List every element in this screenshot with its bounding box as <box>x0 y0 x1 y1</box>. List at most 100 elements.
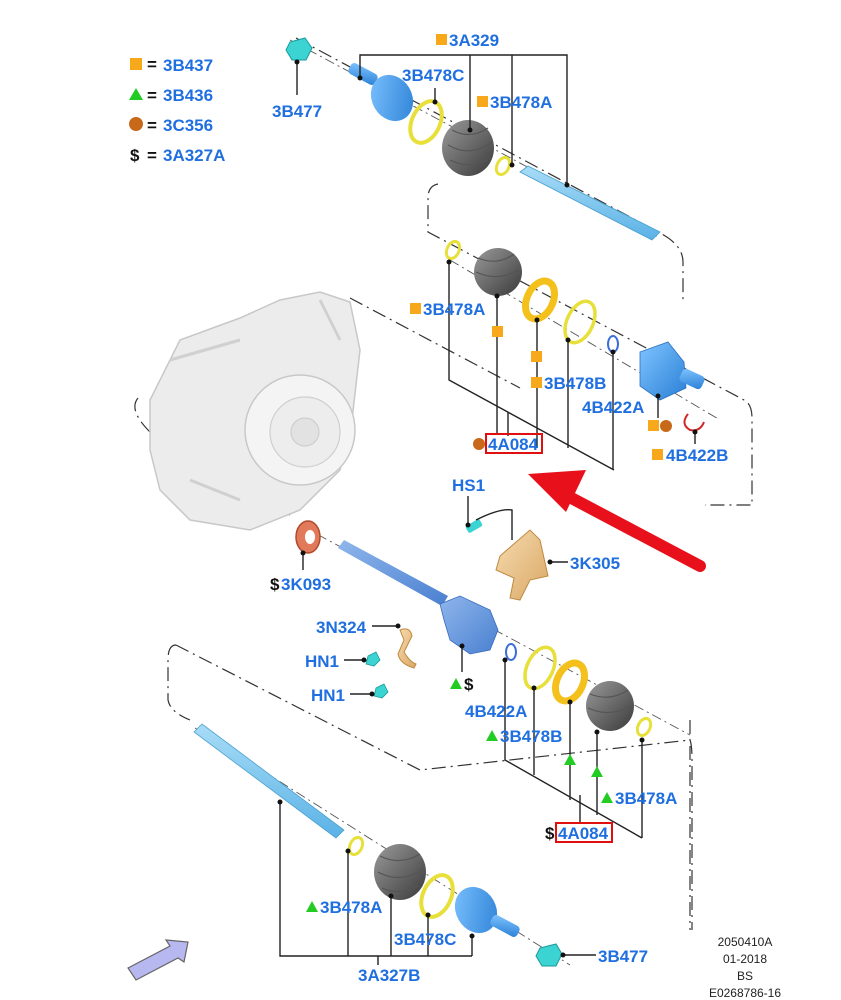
part-hs1-bolt[interactable] <box>465 519 483 534</box>
lower-assembly-outline <box>167 644 693 930</box>
part-3b478a-clamp-top[interactable] <box>494 155 512 177</box>
dollar-icon: $ <box>545 824 555 843</box>
upper-shaft-assembly <box>285 37 661 241</box>
part-inner-cv-joint-mid[interactable] <box>639 341 706 401</box>
square-icon <box>410 303 421 314</box>
label-hn1-a: HN1 <box>305 652 339 671</box>
label-4b422a-mid: 4B422A <box>582 398 644 417</box>
lower-joint-assembly <box>502 643 653 839</box>
square-icon <box>436 34 447 45</box>
label-3a327b: 3A327B <box>358 966 420 985</box>
part-3b478a-clamp-mid[interactable] <box>444 239 462 261</box>
label-3b478a-top: 3B478A <box>490 93 552 112</box>
highlight-box-4a084-mid <box>485 433 543 454</box>
middle-joint-assembly <box>444 239 706 471</box>
part-halfshaft-bottom[interactable] <box>193 723 345 839</box>
footer-code: BS <box>737 969 753 983</box>
triangle-icon <box>129 88 143 100</box>
highlight-box-4a084-low <box>555 822 613 843</box>
triangle-icon <box>306 901 318 912</box>
part-intermediate-shaft[interactable] <box>338 540 499 655</box>
legend-item-square: = 3B437 <box>130 55 213 75</box>
front-direction-arrow-icon <box>127 939 189 981</box>
legend-equals: = <box>147 55 157 74</box>
diagram-footer: 2050410A 01-2018 BS E0268786-16 <box>709 935 781 1000</box>
legend-equals: = <box>147 146 157 165</box>
part-clamp-ring-mid[interactable] <box>559 297 601 348</box>
label-3a329: 3A329 <box>449 31 499 50</box>
dollar-icon: $ <box>130 146 140 165</box>
square-icon <box>652 449 663 460</box>
square-icon <box>477 96 488 107</box>
part-boot-mid[interactable] <box>474 248 522 296</box>
square-icon <box>531 351 542 362</box>
label-hs1: HS1 <box>452 476 485 495</box>
square-icon <box>531 377 542 388</box>
part-4b422b-snap-ring[interactable] <box>683 413 705 432</box>
upper-assembly-outline <box>295 37 753 506</box>
label-4b422b: 4B422B <box>666 446 728 465</box>
circle-icon <box>129 117 143 131</box>
label-4a084-low[interactable]: 4A084 <box>558 824 609 843</box>
label-3k093: 3K093 <box>281 575 331 594</box>
label-3b478a-mid: 3B478A <box>423 300 485 319</box>
triangle-icon <box>591 766 603 777</box>
label-3n324: 3N324 <box>316 618 367 637</box>
legend-code: 3A327A <box>163 146 225 165</box>
label-3b477-top: 3B477 <box>272 102 322 121</box>
part-3b477-nut-bottom[interactable] <box>535 943 563 967</box>
label-3k305: 3K305 <box>570 554 620 573</box>
legend-equals: = <box>147 116 157 135</box>
label-4a084-mid[interactable]: 4A084 <box>488 435 539 454</box>
label-dollar-inner-joint: $ <box>464 675 474 694</box>
footer-illustration-id: 2050410A <box>718 935 773 949</box>
part-outer-cv-joint-bottom[interactable] <box>447 879 521 941</box>
square-icon <box>130 58 142 70</box>
legend-item-circle: = 3C356 <box>129 116 213 135</box>
part-3b478a-clamp-bottom[interactable] <box>347 835 365 857</box>
label-3b478c-top: 3B478C <box>402 66 464 85</box>
bottom-shaft-assembly <box>193 723 596 967</box>
part-3b478a-clamp-low[interactable] <box>635 716 653 738</box>
part-3k305-bearing-bracket[interactable] <box>495 529 549 601</box>
part-3a329-boot-top[interactable] <box>442 120 494 176</box>
transaxle-housing <box>149 291 361 531</box>
label-3b478a-bottom: 3B478A <box>320 898 382 917</box>
legend: = 3B437 = 3B436 = 3C356 $ = 3A327A <box>129 55 225 165</box>
part-hn1-nut-b[interactable] <box>373 683 389 699</box>
part-boot-bottom[interactable] <box>374 844 426 900</box>
legend-equals: = <box>147 86 157 105</box>
part-3b477-nut-top[interactable] <box>285 37 313 61</box>
red-pointer-arrow <box>528 470 706 572</box>
triangle-icon <box>564 754 576 765</box>
circle-icon <box>660 420 672 432</box>
label-hn1-b: HN1 <box>311 686 345 705</box>
dollar-icon: $ <box>270 575 280 594</box>
square-icon <box>648 420 659 431</box>
label-3b478a-low: 3B478A <box>615 789 677 808</box>
legend-item-dollar: $ = 3A327A <box>130 146 225 165</box>
footer-ref: E0268786-16 <box>709 986 781 1000</box>
part-3n324-bearing-cap[interactable] <box>397 628 417 669</box>
label-3b477-bottom: 3B477 <box>598 947 648 966</box>
triangle-icon <box>486 730 498 741</box>
part-clamp-ring-low[interactable] <box>519 643 561 694</box>
part-3k093-seal[interactable] <box>295 520 321 554</box>
label-4b422a-low: 4B422A <box>465 702 527 721</box>
part-halfshaft-top[interactable] <box>519 165 661 241</box>
square-icon <box>492 326 503 337</box>
part-4b422a-circlip-low[interactable] <box>505 643 517 661</box>
part-boot-low[interactable] <box>586 681 634 731</box>
footer-date: 01-2018 <box>723 952 767 966</box>
part-3b478b-ring-low[interactable] <box>550 658 590 705</box>
part-outer-cv-joint-top[interactable] <box>347 62 421 129</box>
legend-code: 3B437 <box>163 56 213 75</box>
triangle-icon <box>601 792 613 803</box>
part-3b478b-ring-mid[interactable] <box>520 276 560 323</box>
triangle-icon <box>450 678 462 689</box>
part-hn1-nut-a[interactable] <box>365 651 381 667</box>
label-3b478b-mid: 3B478B <box>544 374 606 393</box>
legend-code: 3C356 <box>163 116 213 135</box>
circle-icon <box>473 438 485 450</box>
